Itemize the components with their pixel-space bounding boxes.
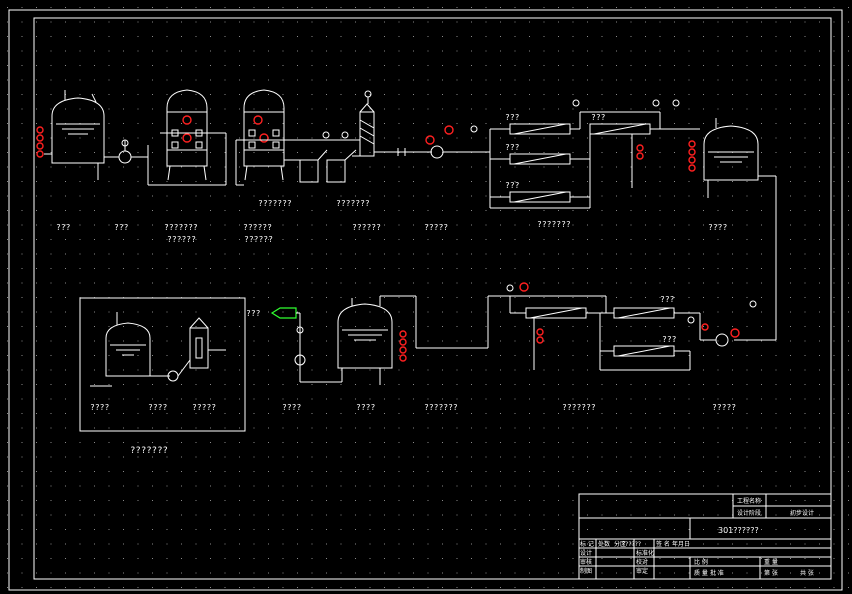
title-scale: 比 例 xyxy=(694,558,708,566)
label-ro2-pump: ????? xyxy=(712,403,736,412)
sand-filter xyxy=(148,89,227,186)
label-inset-title: ??????? xyxy=(130,446,168,456)
raw-water-tank xyxy=(36,90,105,180)
pure-water-tank xyxy=(300,296,407,385)
label-inset-a: ???? xyxy=(90,403,109,412)
title-mass: 质 量 xyxy=(694,569,708,577)
label-pure-tank: ???? xyxy=(356,403,375,412)
ro-stage-1 xyxy=(470,123,591,209)
cartridge-filter xyxy=(352,90,375,157)
label-carbon-filter: ?????? xyxy=(243,223,272,232)
uv-sterilizer xyxy=(270,307,306,382)
title-weight: 重 量 xyxy=(764,558,778,566)
inner-frame xyxy=(33,17,832,580)
ro2-pump xyxy=(687,300,776,347)
ro-stage-1b xyxy=(572,99,700,188)
label-uv: ???? xyxy=(282,403,301,412)
label-dosing: ??????? xyxy=(258,199,292,208)
title-designer: 设计 xyxy=(580,549,592,557)
title-drawer: 制图 xyxy=(580,567,592,575)
title-approver: 审定 xyxy=(636,567,648,575)
ro-stage-2 xyxy=(506,282,701,371)
title-row-file: 分区 xyxy=(614,540,626,548)
inset-panel xyxy=(79,297,246,432)
label-ro1: ??????? xyxy=(537,220,571,229)
label-edi: ??????? xyxy=(424,403,458,412)
title-checker: 审核 xyxy=(580,558,592,566)
title-row-signature: 签 名 xyxy=(656,540,670,548)
label-carbon-filter-2: ?????? xyxy=(244,235,273,244)
title-row-revision: 标 记 xyxy=(580,540,594,548)
outer-frame xyxy=(8,9,843,591)
title-row-count: 处数 xyxy=(598,540,610,548)
label-cartridge: ??????? xyxy=(336,199,370,208)
label-module-c: ??? xyxy=(505,181,520,190)
label-sand-filter: ??????? xyxy=(164,223,198,232)
title-sheet: 第 张 xyxy=(764,569,778,577)
label-module-d: ??? xyxy=(591,113,606,122)
title-standard: 标准化 xyxy=(636,549,654,557)
label-uv-side: ??? xyxy=(246,309,261,318)
edi-piping xyxy=(380,295,510,349)
title-design-label: 设计阶段 xyxy=(737,509,761,517)
label-module-b: ??? xyxy=(505,143,520,152)
label-hp-pump: ????? xyxy=(424,223,448,232)
label-module-e: ??? xyxy=(660,295,675,304)
label-security: ?????? xyxy=(352,223,381,232)
title-row-date: 年月日 xyxy=(672,540,690,548)
label-module-f: ??? xyxy=(662,335,677,344)
title-block xyxy=(578,493,832,580)
high-pressure-pump xyxy=(374,125,490,159)
carbon-filter xyxy=(235,89,300,186)
label-ro1-tank: ???? xyxy=(708,223,727,232)
intermediate-tank xyxy=(688,118,777,340)
title-proof: 校对 xyxy=(636,558,648,566)
label-raw-tank: ??? xyxy=(56,223,71,232)
label-inset-c: ????? xyxy=(192,403,216,412)
label-raw-pump: ??? xyxy=(114,223,129,232)
dosing-units xyxy=(299,131,360,183)
title-drawing-name: 301?????? xyxy=(718,526,759,535)
title-project-label: 工程名称 xyxy=(737,497,761,505)
title-approved: 批 准 xyxy=(710,569,724,577)
label-module-a: ??? xyxy=(505,113,520,122)
label-inset-b: ???? xyxy=(148,403,167,412)
title-row-content: ?????? xyxy=(622,541,641,548)
label-sand-filter-2: ?????? xyxy=(167,235,196,244)
title-design-value: 初步设计 xyxy=(790,509,814,517)
label-ro2: ??????? xyxy=(562,403,596,412)
title-total: 共 张 xyxy=(800,569,814,577)
raw-pump xyxy=(104,139,149,185)
